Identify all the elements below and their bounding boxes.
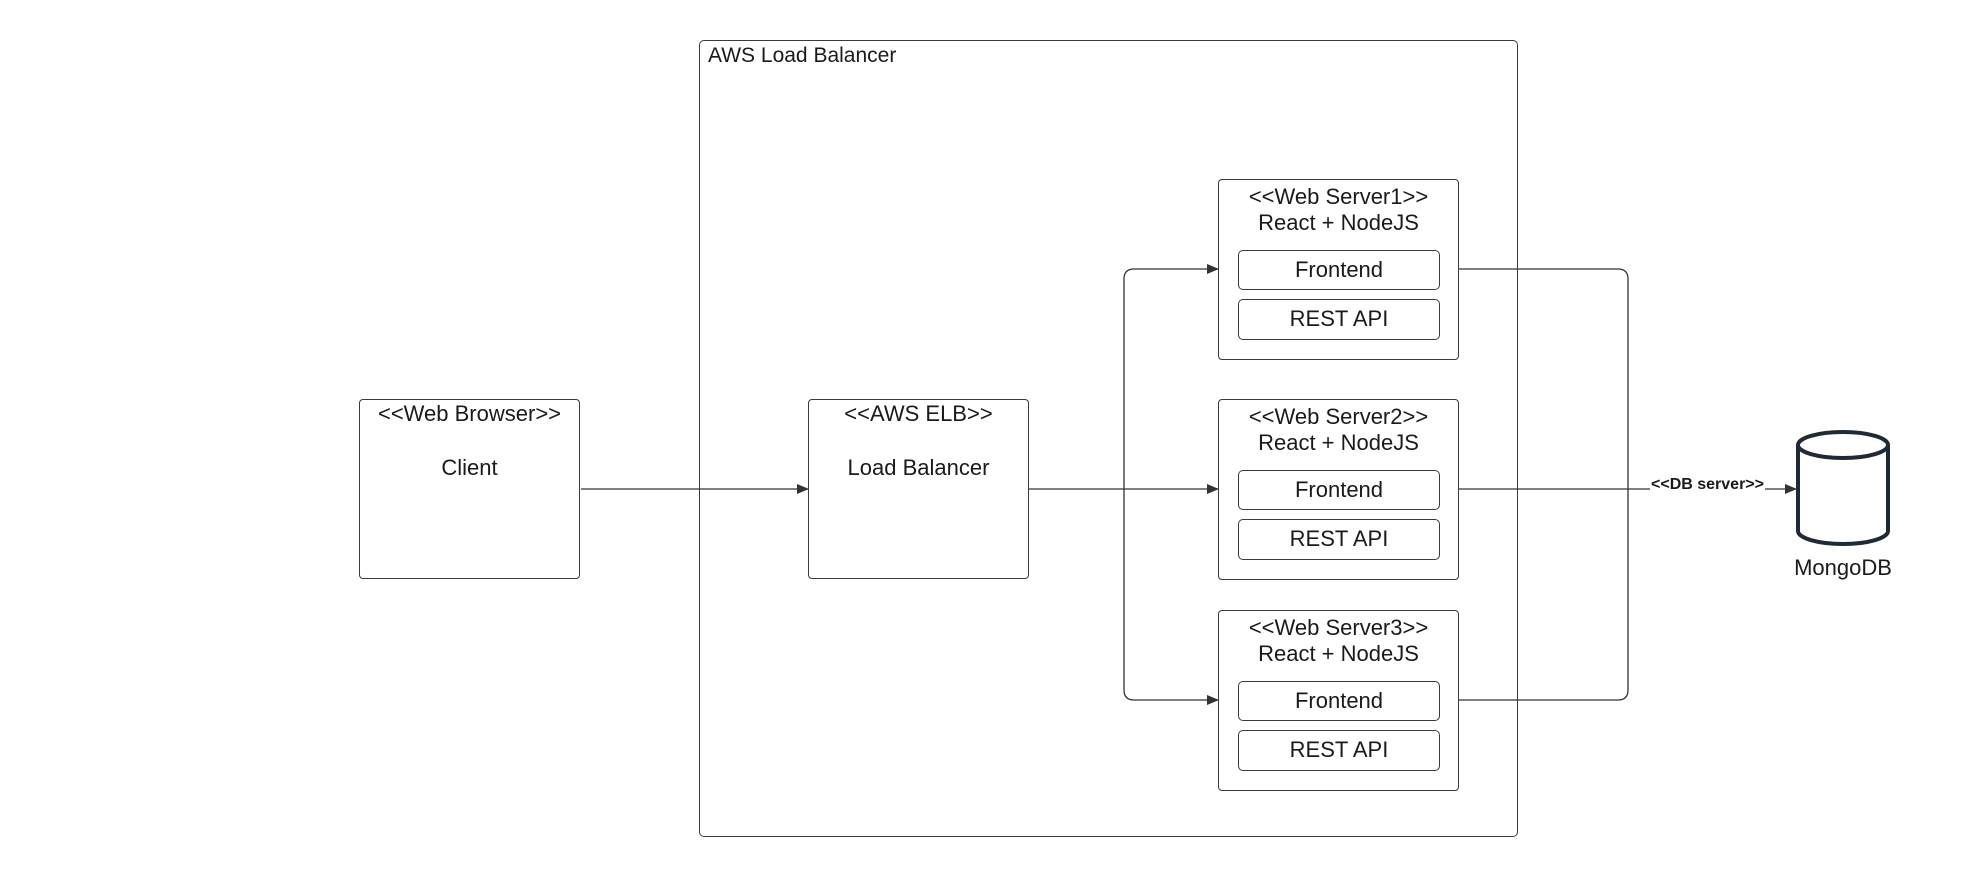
- server-stack: React + NodeJS: [1258, 641, 1419, 666]
- client-name: Client: [441, 455, 498, 480]
- container-title: AWS Load Balancer: [708, 44, 897, 67]
- client-stereotype: <<Web Browser>>: [377, 401, 562, 426]
- load-balancer-node[interactable]: <<AWS ELB>> Load Balancer: [808, 399, 1029, 579]
- elb-name: Load Balancer: [847, 455, 990, 480]
- web-server-2-node[interactable]: <<Web Server2>> React + NodeJS Frontend …: [1218, 399, 1459, 580]
- client-node[interactable]: <<Web Browser>> Client: [359, 399, 580, 579]
- server-stereotype: <<Web Server2>>: [1248, 404, 1429, 429]
- rest-api-component[interactable]: REST API: [1238, 299, 1440, 340]
- frontend-component[interactable]: Frontend: [1238, 470, 1440, 510]
- elb-stereotype: <<AWS ELB>>: [844, 401, 993, 426]
- web-server-1-node[interactable]: <<Web Server1>> React + NodeJS Frontend …: [1218, 179, 1459, 360]
- frontend-component[interactable]: Frontend: [1238, 681, 1440, 721]
- web-server-3-node[interactable]: <<Web Server3>> React + NodeJS Frontend …: [1218, 610, 1459, 791]
- elb-to-server1-arrow: [1123, 264, 1219, 489]
- rest-api-component[interactable]: REST API: [1238, 519, 1440, 560]
- server-stack: React + NodeJS: [1258, 210, 1419, 235]
- server-stack: React + NodeJS: [1258, 430, 1419, 455]
- database-label: MongoDB: [1794, 555, 1892, 580]
- server-stereotype: <<Web Server3>>: [1248, 615, 1429, 640]
- aws-load-balancer-container: AWS Load Balancer: [699, 40, 1518, 837]
- server1-to-db-line: [1458, 268, 1629, 489]
- server3-to-db-line: [1458, 489, 1629, 701]
- database-cylinder-icon: [1796, 430, 1890, 546]
- frontend-component[interactable]: Frontend: [1238, 250, 1440, 290]
- rest-api-component[interactable]: REST API: [1238, 730, 1440, 771]
- elb-to-server3-arrow: [1123, 489, 1219, 705]
- server-stereotype: <<Web Server1>>: [1248, 184, 1429, 209]
- db-edge-label: <<DB server>>: [1650, 476, 1765, 494]
